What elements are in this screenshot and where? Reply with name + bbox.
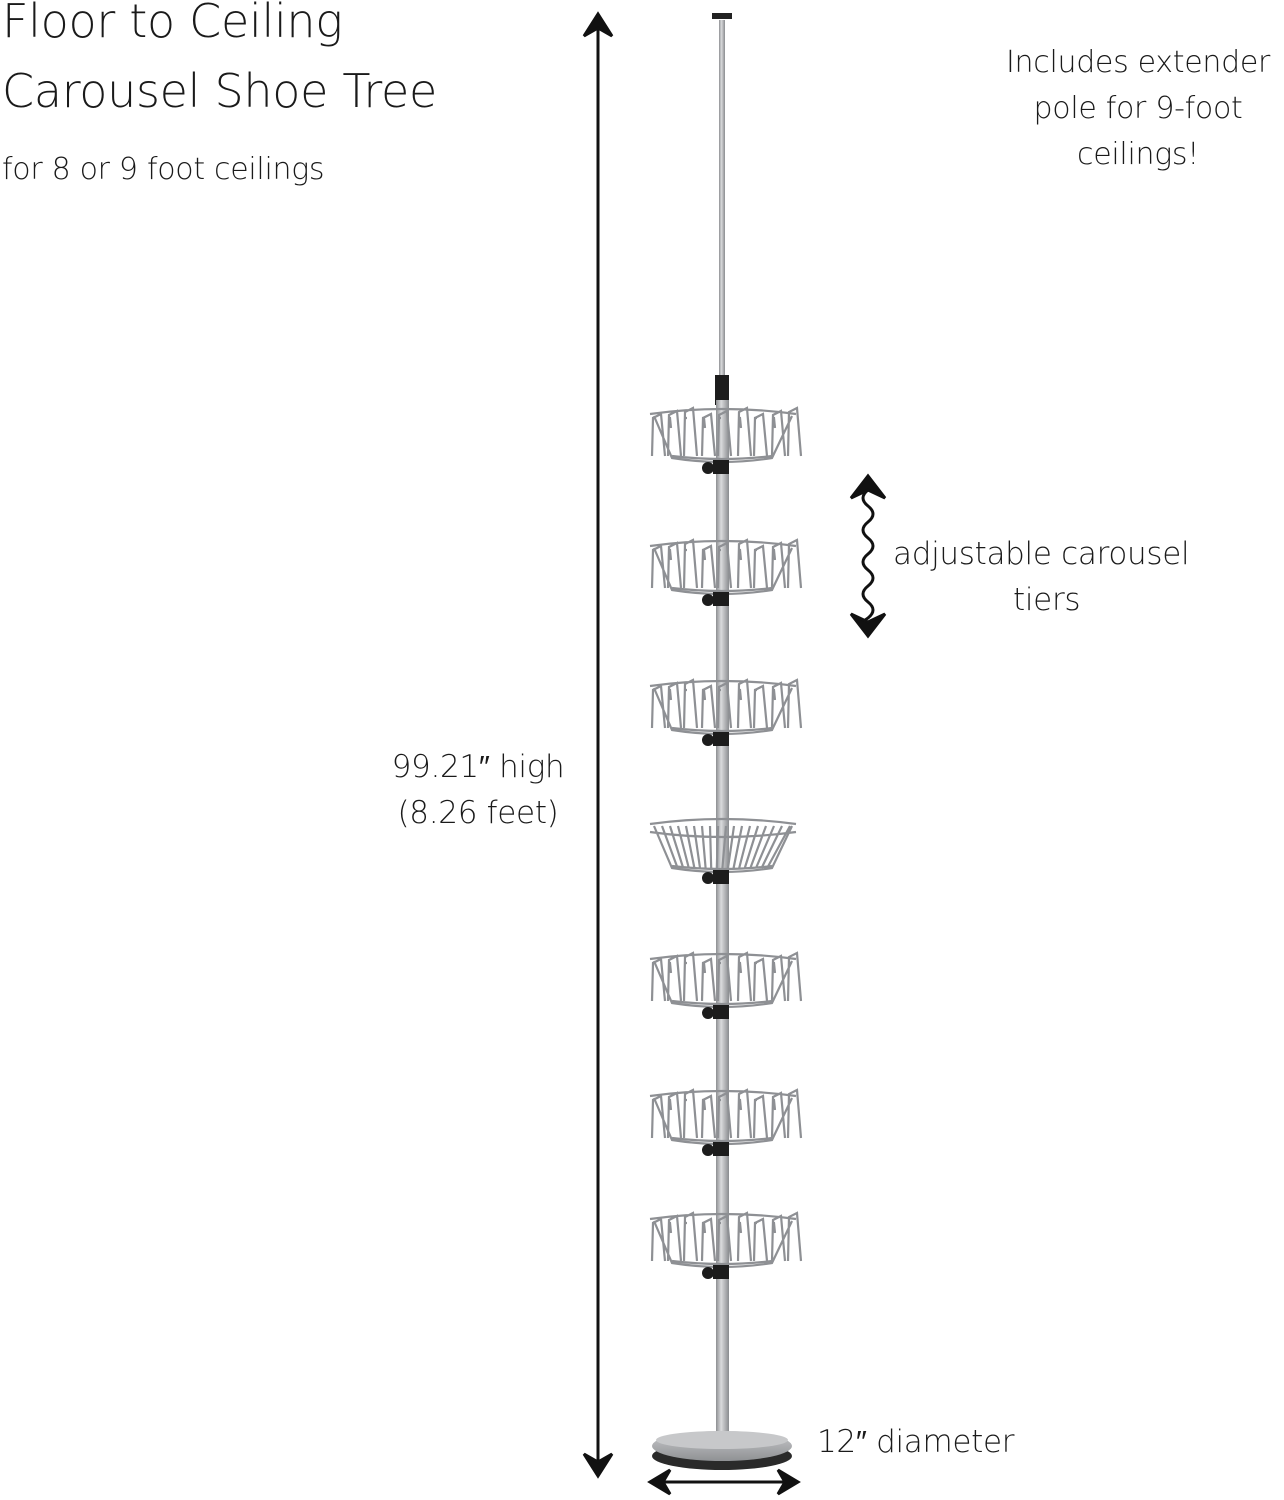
- diameter-label: 12″ diameter: [817, 1424, 1015, 1460]
- carousel-tier: [649, 538, 803, 606]
- tier-lock-knob-icon: [702, 1265, 729, 1279]
- extender-note-line-3: ceilings!: [1077, 137, 1199, 172]
- carousel-tier: [649, 406, 803, 474]
- carousel-tier-basket: [649, 817, 797, 884]
- tier-lock-knob-icon: [702, 592, 729, 606]
- tier-lock-knob-icon: [702, 1142, 729, 1156]
- adjustable-tiers-arrow: [849, 473, 887, 639]
- tier-lock-knob-icon: [702, 460, 729, 474]
- title-line-2: Carousel Shoe Tree: [2, 64, 438, 118]
- carousel-tier: [649, 1088, 803, 1156]
- tier-lock-knob-icon: [702, 870, 729, 884]
- height-label: 99.21″ high (8.26 feet): [360, 744, 596, 836]
- title-line-1: Floor to Ceiling: [2, 0, 343, 48]
- extender-note: Includes extender pole for 9-foot ceilin…: [990, 40, 1284, 178]
- base: [652, 1431, 792, 1470]
- pole: [712, 13, 732, 1445]
- carousel-tier: [649, 951, 803, 1019]
- carousel-tier: [649, 678, 803, 746]
- height-label-inches: 99.21″ high: [391, 749, 565, 785]
- carousel-tier: [649, 1211, 803, 1279]
- extender-note-line-2: pole for 9-foot: [1033, 91, 1243, 126]
- diameter-dimension-arrow: [647, 1468, 801, 1496]
- subtitle: for 8 or 9 foot ceilings: [2, 152, 325, 187]
- extender-note-line-1: Includes extender: [1005, 45, 1271, 80]
- height-dimension-arrow: [582, 11, 614, 1479]
- tiers-label-line-1: adjustable carousel: [893, 536, 1190, 572]
- tier-lock-knob-icon: [702, 732, 729, 746]
- tiers-label-line-2: tiers: [1013, 582, 1081, 618]
- height-label-feet: (8.26 feet): [397, 795, 559, 831]
- tier-lock-knob-icon: [702, 1005, 729, 1019]
